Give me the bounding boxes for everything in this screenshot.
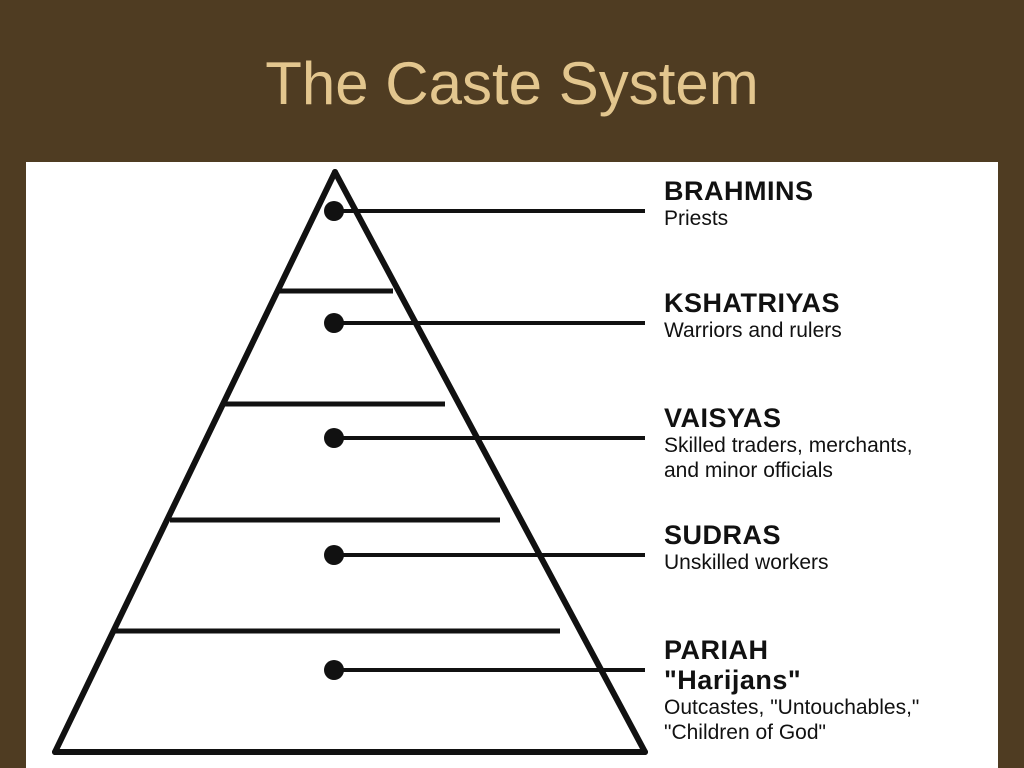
- leader-dot-vaisyas: [324, 428, 344, 448]
- leader-lines: [324, 201, 645, 680]
- caste-label-kshatriyas: KSHATRIYAS Warriors and rulers: [664, 288, 842, 343]
- leader-dot-brahmins: [324, 201, 344, 221]
- caste-desc-vaisyas-line-2: and minor officials: [664, 459, 833, 482]
- caste-label-vaisyas: VAISYAS Skilled traders, merchants, and …: [664, 403, 913, 483]
- caste-desc-brahmins-line-1: Priests: [664, 207, 729, 230]
- caste-label-pariah: PARIAH "Harijans" Outcastes, "Untouchabl…: [664, 635, 919, 745]
- caste-label-sudras: SUDRAS Unskilled workers: [664, 520, 829, 575]
- caste-desc-sudras-line-1: Unskilled workers: [664, 551, 829, 574]
- leader-dot-pariah: [324, 660, 344, 680]
- caste-subtitle-pariah: "Harijans": [664, 665, 802, 695]
- caste-pyramid-diagram: BRAHMINS Priests KSHATRIYAS Warriors and…: [26, 162, 998, 768]
- caste-desc-pariah-line-2: "Children of God": [664, 721, 826, 744]
- caste-name-vaisyas: VAISYAS: [664, 403, 782, 433]
- caste-desc-vaisyas-line-1: Skilled traders, merchants,: [664, 434, 913, 457]
- caste-name-pariah: PARIAH: [664, 635, 769, 665]
- leader-dot-kshatriyas: [324, 313, 344, 333]
- caste-desc-pariah-line-1: Outcastes, "Untouchables,": [664, 696, 920, 719]
- caste-label-brahmins: BRAHMINS Priests: [664, 176, 814, 231]
- caste-desc-kshatriyas-line-1: Warriors and rulers: [664, 319, 842, 342]
- caste-name-brahmins: BRAHMINS: [664, 176, 814, 206]
- pyramid-outline: [52, 169, 648, 755]
- caste-name-kshatriyas: KSHATRIYAS: [664, 288, 841, 318]
- pyramid-tier-dividers: [112, 288, 560, 634]
- page-title: The Caste System: [265, 50, 759, 117]
- leader-dot-sudras: [324, 545, 344, 565]
- pyramid-drawing: [52, 169, 648, 755]
- caste-name-sudras: SUDRAS: [664, 520, 782, 550]
